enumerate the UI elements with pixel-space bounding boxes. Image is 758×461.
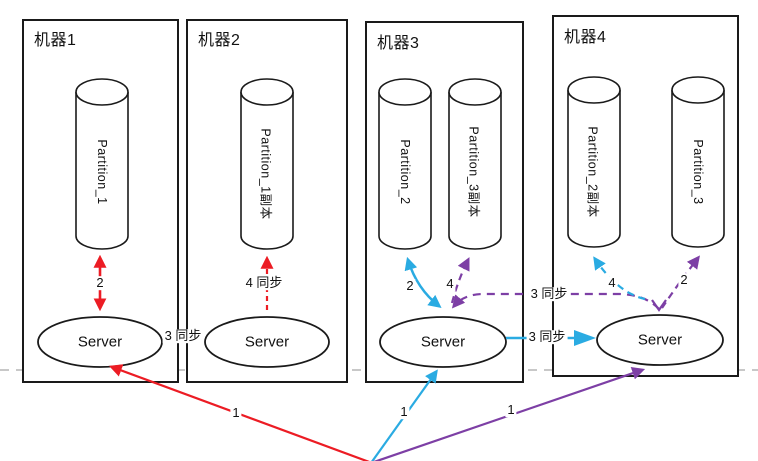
label-s1-s2-3-sync: 3 同步 [162, 328, 204, 344]
label-s3-s4-3-sync: 3 同步 [526, 329, 568, 345]
server3-label: Server [420, 333, 466, 351]
server1-ellipse [37, 316, 163, 368]
arrow-m3-server-partition2 [404, 256, 442, 308]
partition3-label: Partition_3 [691, 139, 705, 205]
arrow-request-to-server1 [108, 364, 370, 461]
server4-label: Server [637, 331, 683, 349]
label-m4-2: 2 [678, 272, 690, 288]
label-request1-purple: 1 [505, 402, 517, 418]
label-m3-2: 2 [404, 278, 416, 294]
label-request1-cyan: 1 [398, 404, 410, 420]
label-m3-4: 4 [444, 276, 456, 292]
server3-ellipse [379, 316, 507, 368]
arrowhead-into-server4 [651, 299, 667, 312]
partition2-replica-cylinder [567, 76, 621, 248]
label-m1-2: 2 [94, 275, 106, 291]
partition1-replica-cylinder [240, 78, 294, 250]
partition1-replica-label: Partition_1副本 [258, 128, 273, 220]
server2-label: Server [244, 333, 290, 351]
server4-ellipse [596, 314, 724, 366]
label-m4-4: 4 [606, 275, 618, 291]
arrow-m4-write-partition2-replica [593, 256, 646, 301]
machine1-title: 机器1 [34, 32, 77, 49]
label-m2-4-sync: 4 同步 [243, 275, 285, 291]
server1-label: Server [77, 333, 123, 351]
partition2-cylinder [378, 78, 432, 250]
arrowhead-into-server4-cyan [574, 330, 596, 346]
partition1-cylinder [75, 78, 129, 250]
machine2-title: 机器2 [198, 32, 241, 49]
server2-ellipse [204, 316, 330, 368]
arrow-server4-to-server3-sync [451, 292, 660, 310]
partition2-label: Partition_2 [398, 139, 412, 205]
partition3-cylinder [671, 76, 725, 248]
machine4-title: 机器4 [564, 29, 607, 46]
label-s4-s3-3-sync: 3 同步 [528, 286, 570, 302]
partition1-label: Partition_1 [95, 139, 109, 205]
partition3-replica-label: Partition_3副本 [466, 126, 481, 218]
partition3-replica-cylinder [448, 78, 502, 250]
partition2-replica-label: Partition_2副本 [585, 126, 600, 218]
label-request1-red: 1 [230, 405, 242, 421]
machine3-title: 机器3 [377, 35, 420, 52]
